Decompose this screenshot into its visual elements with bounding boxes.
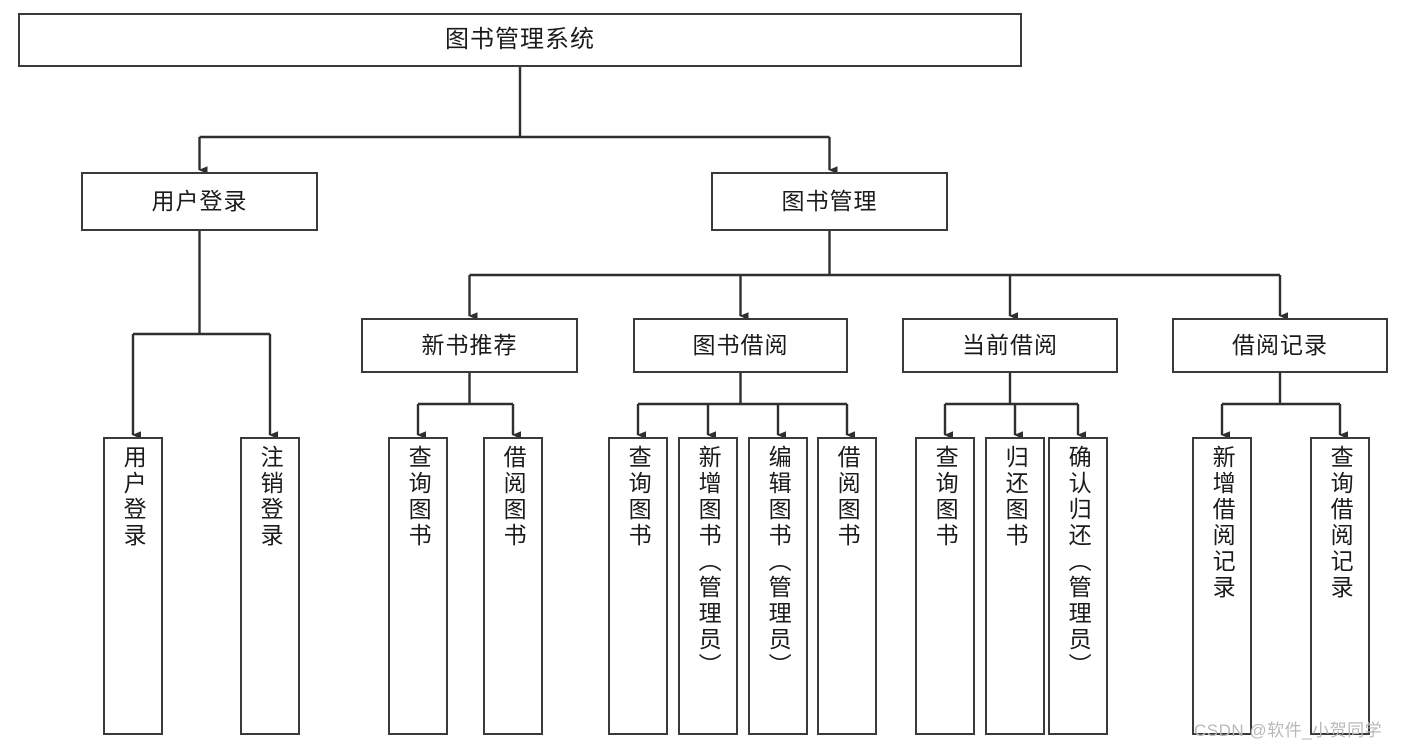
node-label: 确认归还（管理员） — [1065, 445, 1092, 679]
edge-layer — [131, 67, 1348, 439]
node-current-borrow[interactable]: 当前借阅 — [902, 318, 1118, 373]
node-leaf-confirm-return[interactable]: 确认归还（管理员） — [1048, 437, 1108, 735]
node-label: 用户登录 — [120, 445, 147, 549]
node-leaf-query-book-3[interactable]: 查询图书 — [915, 437, 975, 735]
node-leaf-borrow-book-1[interactable]: 借阅图书 — [483, 437, 543, 735]
node-leaf-query-book-2[interactable]: 查询图书 — [608, 437, 668, 735]
node-label: 归还图书 — [1002, 445, 1029, 549]
node-root[interactable]: 图书管理系统 — [18, 13, 1022, 67]
node-leaf-edit-book[interactable]: 编辑图书（管理员） — [748, 437, 808, 735]
node-leaf-query-book-1[interactable]: 查询图书 — [388, 437, 448, 735]
node-user-login[interactable]: 用户登录 — [81, 172, 318, 231]
csdn-watermark: CSDN @软件_小贺同学 — [1194, 721, 1383, 740]
node-label: 借阅图书 — [834, 445, 861, 549]
node-label: 查询图书 — [405, 445, 432, 549]
node-leaf-query-record[interactable]: 查询借阅记录 — [1310, 437, 1370, 735]
node-book-borrow[interactable]: 图书借阅 — [633, 318, 848, 373]
node-book-manage[interactable]: 图书管理 — [711, 172, 948, 231]
node-leaf-user-login[interactable]: 用户登录 — [103, 437, 163, 735]
node-borrow-record[interactable]: 借阅记录 — [1172, 318, 1388, 373]
node-label: 借阅图书 — [500, 445, 527, 549]
node-label: 注销登录 — [257, 445, 284, 549]
node-label: 新书推荐 — [421, 331, 518, 358]
node-leaf-add-record[interactable]: 新增借阅记录 — [1192, 437, 1252, 735]
node-label: 用户登录 — [151, 187, 248, 214]
node-label: 查询借阅记录 — [1327, 445, 1354, 601]
node-label: 图书管理 — [781, 187, 878, 214]
node-leaf-return-book[interactable]: 归还图书 — [985, 437, 1045, 735]
node-label: 借阅记录 — [1232, 331, 1328, 358]
node-label: 图书借阅 — [692, 331, 789, 358]
node-leaf-logout[interactable]: 注销登录 — [240, 437, 300, 735]
node-leaf-add-book[interactable]: 新增图书（管理员） — [678, 437, 738, 735]
node-label: 新增图书（管理员） — [695, 445, 722, 679]
node-label: 新增借阅记录 — [1209, 445, 1236, 601]
node-new-book-rec[interactable]: 新书推荐 — [361, 318, 578, 373]
node-label: 当前借阅 — [962, 331, 1058, 358]
node-label: 编辑图书（管理员） — [765, 445, 792, 679]
node-leaf-borrow-book-2[interactable]: 借阅图书 — [817, 437, 877, 735]
node-label: 查询图书 — [932, 445, 959, 549]
node-label: 图书管理系统 — [445, 25, 595, 53]
node-label: 查询图书 — [625, 445, 652, 549]
